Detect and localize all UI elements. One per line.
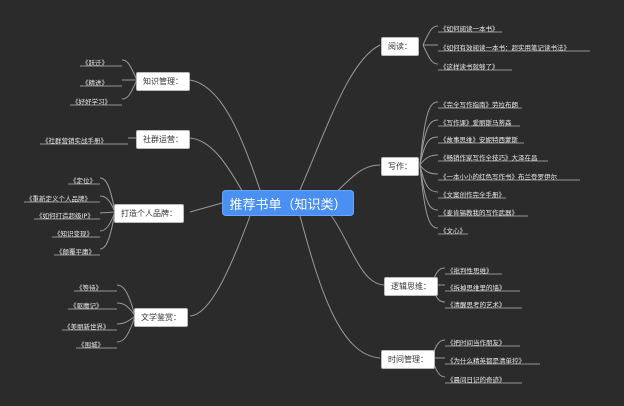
leaf-ip-4[interactable]: 《知识变现》 [54,230,93,238]
leaf-time-2[interactable]: 《为什么精英都是清单控》 [447,357,525,365]
branch-reading[interactable]: 阅读： [381,37,419,56]
leaf-ip-3[interactable]: 《如何打造超级IP》 [36,212,94,220]
leaf-reading-1[interactable]: 《如何阅读一本书》 [440,25,499,33]
root-topic[interactable]: 推荐书单（知识类） [222,190,354,216]
leaf-literature-4[interactable]: 《围城》 [78,341,104,349]
leaf-knowledge-1[interactable]: 《跃迁》 [82,59,108,67]
leaf-writing-2[interactable]: 《写作课》爱丽斯马蒂森 [440,119,512,127]
leaf-writing-3[interactable]: 《故事思维》安妮特西蒙斯 [440,136,518,144]
leaf-literature-1[interactable]: 《等待》 [76,284,102,292]
branch-literature[interactable]: 文学鉴赏： [134,308,188,327]
leaf-logic-1[interactable]: 《批判性思维》 [447,267,493,275]
leaf-logic-3[interactable]: 《清醒思考的艺术》 [447,301,506,309]
leaf-time-1[interactable]: 《把时间当作朋友》 [447,339,506,347]
leaf-literature-3[interactable]: 《美丽新世界》 [64,323,110,331]
leaf-logic-2[interactable]: 《拆掉思维里的墙》 [447,284,506,292]
leaf-ip-2[interactable]: 《重新定义个人品牌》 [26,195,91,203]
leaf-writing-1[interactable]: 《完全写作指南》劳拉布朗 [440,101,518,109]
leaf-time-3[interactable]: 《晨间日记的奇迹》 [447,376,506,384]
branch-knowledge[interactable]: 知识管理： [136,72,190,91]
leaf-reading-3[interactable]: 《这样读书就够了》 [440,63,499,71]
leaf-reading-2[interactable]: 《如何有效阅读一本书：超实用笔记读书法》 [440,44,570,52]
leaf-writing-7[interactable]: 《麦肯锡教我的写作武器》 [440,209,518,217]
leaf-ip-1[interactable]: 《定位》 [70,177,96,185]
branch-logic[interactable]: 逻辑思维： [384,277,438,296]
leaf-literature-2[interactable]: 《驱魔记》 [70,302,103,310]
branch-time[interactable]: 时间管理： [381,350,435,369]
branch-community[interactable]: 社群运营： [136,130,190,149]
leaf-writing-8[interactable]: 《文心》 [440,227,466,235]
leaf-writing-4[interactable]: 《畅销作家写作全技巧》大泽在昌 [440,154,538,162]
leaf-writing-6[interactable]: 《文案创作完全手册》 [440,191,505,199]
branch-personal-brand[interactable]: 打造个人品牌： [114,204,184,223]
branch-writing[interactable]: 写作： [381,157,419,176]
leaf-knowledge-3[interactable]: 《好好学习》 [72,98,111,106]
leaf-knowledge-2[interactable]: 《精进》 [82,79,108,87]
leaf-writing-5[interactable]: 《一本小小的红色写作书》布兰登罗伊尔 [440,173,557,181]
leaf-community-1[interactable]: 《社群营销实战手册》 [42,137,107,145]
leaf-ip-5[interactable]: 《颠覆平庸》 [56,248,95,256]
